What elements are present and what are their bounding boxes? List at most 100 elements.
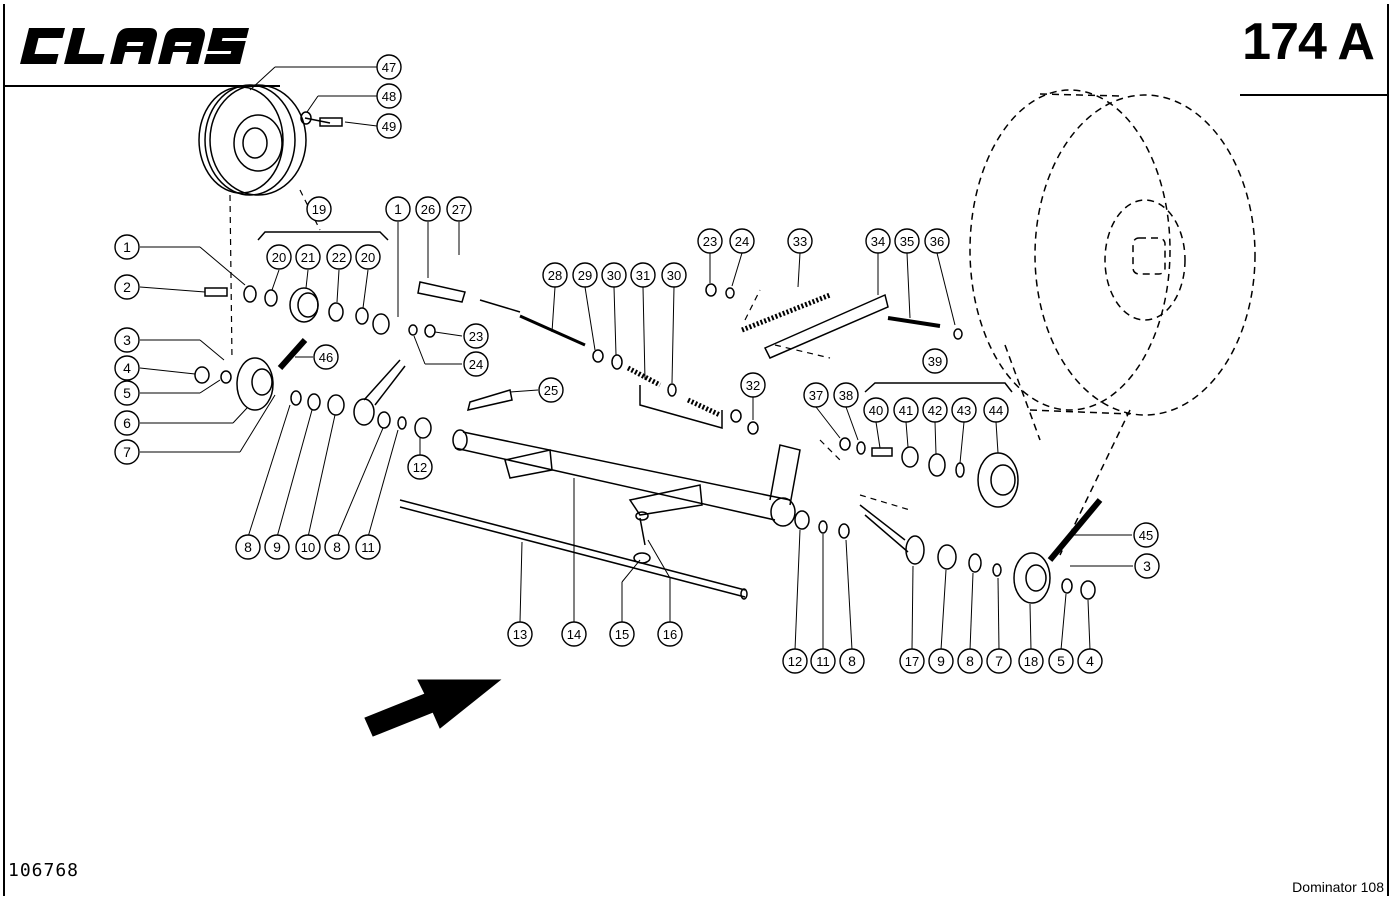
callout-circle	[951, 397, 977, 423]
callout-label: 43	[957, 403, 971, 418]
callout-label: 26	[421, 202, 435, 217]
callout-circle	[657, 621, 683, 647]
callout-circle	[266, 244, 292, 270]
callout-c26: 26	[415, 196, 441, 222]
callout-c23a: 23	[463, 323, 489, 349]
callout-circle	[609, 621, 635, 647]
callout-label: 12	[788, 654, 802, 669]
main-tube-14	[452, 429, 801, 527]
callout-label: 11	[816, 654, 830, 669]
callout-label: 12	[413, 460, 427, 475]
callout-circle	[385, 196, 411, 222]
callout-label: 7	[123, 444, 131, 460]
callout-circle	[264, 534, 290, 560]
callout-c48: 48	[376, 83, 402, 109]
callout-label: 11	[361, 540, 375, 555]
callout-circle	[787, 228, 813, 254]
callout-circle	[922, 397, 948, 423]
callout-c36: 36	[924, 228, 950, 254]
callout-c42: 42	[922, 397, 948, 423]
callout-label: 2	[123, 279, 131, 295]
callout-c3a: 3	[114, 327, 140, 353]
callout-c31: 31	[630, 262, 656, 288]
leader-lines	[139, 66, 1133, 651]
callout-c40: 40	[863, 397, 889, 423]
callout-c4a: 4	[114, 355, 140, 381]
callout-circle	[542, 262, 568, 288]
callout-c47: 47	[376, 54, 402, 80]
callout-c29: 29	[572, 262, 598, 288]
callout-circle	[803, 382, 829, 408]
callout-circle	[924, 228, 950, 254]
callout-circle	[630, 262, 656, 288]
callout-circle	[295, 534, 321, 560]
callout-c25: 25	[538, 377, 564, 403]
callout-circle	[114, 439, 140, 465]
callout-label: 28	[548, 268, 562, 283]
callout-label: 30	[607, 268, 621, 283]
callout-c15: 15	[609, 621, 635, 647]
callout-label: 23	[469, 329, 483, 344]
callout-circle	[928, 648, 954, 674]
callout-label: 37	[809, 388, 823, 403]
callout-c13: 13	[507, 621, 533, 647]
callout-label: 35	[900, 234, 914, 249]
callout-c7b: 7	[986, 648, 1012, 674]
callout-label: 49	[382, 119, 396, 134]
callout-circle	[1077, 648, 1103, 674]
claas-logo	[20, 28, 250, 64]
callout-label: 40	[869, 403, 883, 418]
callout-c14: 14	[561, 621, 587, 647]
callout-label: 29	[578, 268, 592, 283]
callout-c27: 27	[446, 196, 472, 222]
callout-c2: 2	[114, 274, 140, 300]
callout-circle	[601, 262, 627, 288]
callout-circle	[463, 351, 489, 377]
callout-label: 39	[928, 354, 942, 369]
callout-label: 23	[703, 234, 717, 249]
callout-circle	[407, 454, 433, 480]
callout-circle	[313, 344, 339, 370]
callout-circle	[833, 382, 859, 408]
callout-label: 36	[930, 234, 944, 249]
callout-c18: 18	[1018, 648, 1044, 674]
callout-label: 16	[663, 627, 677, 642]
callout-circle	[782, 648, 808, 674]
callout-c24b: 24	[729, 228, 755, 254]
callout-c20b: 20	[355, 244, 381, 270]
callout-circle	[983, 397, 1009, 423]
callout-circle	[376, 83, 402, 109]
callout-circle	[894, 228, 920, 254]
callout-circle	[376, 113, 402, 139]
callout-label: 1	[123, 239, 131, 255]
left-bearing-parts	[194, 285, 432, 439]
callout-circle	[376, 54, 402, 80]
right-bearing-parts	[794, 437, 1103, 604]
callout-label: 4	[1086, 653, 1094, 669]
direction-arrow	[364, 679, 502, 737]
drawing-number: 106768	[8, 860, 80, 881]
callout-c4b: 4	[1077, 648, 1103, 674]
bracket-19	[257, 231, 389, 241]
callout-label: 24	[469, 357, 483, 372]
callout-c12b: 12	[782, 648, 808, 674]
callout-c46: 46	[313, 344, 339, 370]
callout-circle	[355, 534, 381, 560]
callout-label: 4	[123, 360, 131, 376]
frame-lines	[3, 4, 1389, 896]
callout-circle	[114, 274, 140, 300]
shaft-13	[399, 499, 748, 600]
callout-label: 31	[636, 268, 650, 283]
callout-c12a: 12	[407, 454, 433, 480]
callout-c21: 21	[295, 244, 321, 270]
callout-label: 9	[937, 653, 945, 669]
callout-circle	[463, 323, 489, 349]
callout-circle	[114, 355, 140, 381]
pulley-47	[198, 84, 343, 196]
callout-circle	[235, 534, 261, 560]
callout-circle	[446, 196, 472, 222]
callout-c23b: 23	[697, 228, 723, 254]
callout-label: 8	[244, 539, 252, 555]
callout-label: 22	[332, 250, 346, 265]
